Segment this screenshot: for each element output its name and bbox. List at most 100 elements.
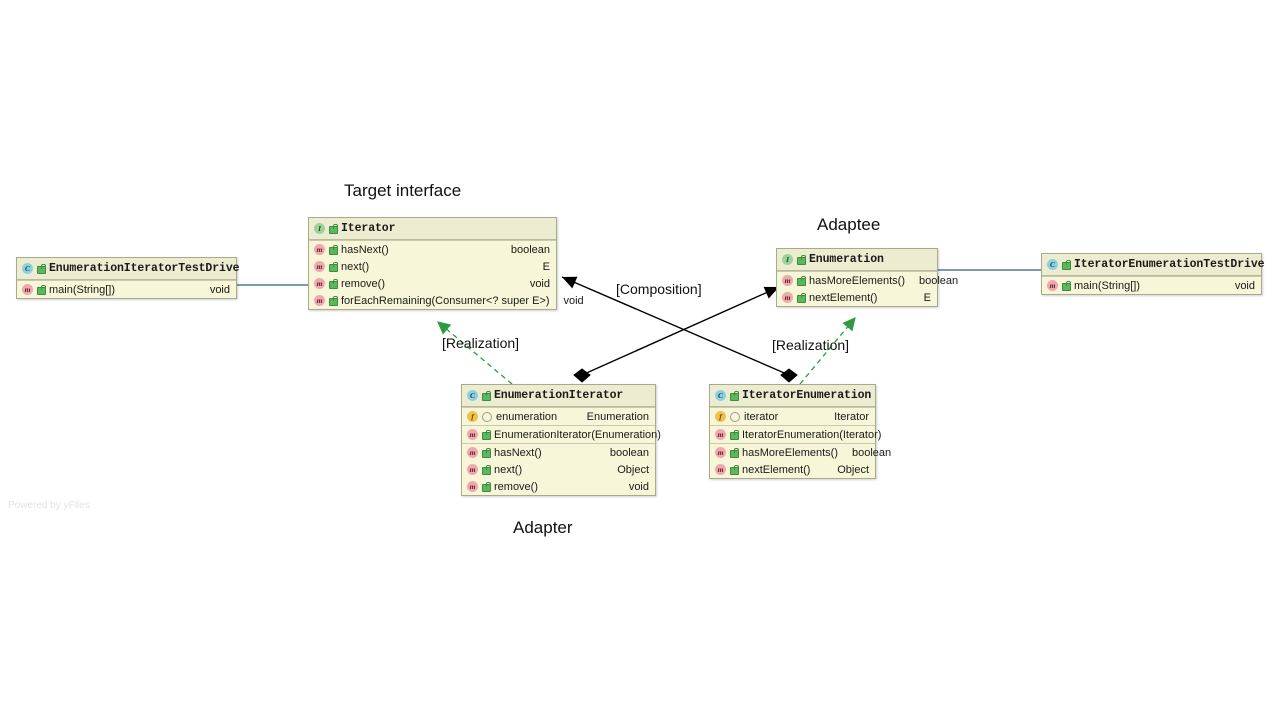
method-member-icon: m bbox=[314, 295, 325, 306]
edge-composition-right bbox=[561, 276, 798, 383]
public-visibility-icon bbox=[1062, 260, 1071, 270]
uml-node-enumeration-iterator-test-drive[interactable]: C EnumerationIteratorTestDrive m main(Strin… bbox=[16, 257, 240, 299]
uml-member-row[interactable]: m forEachRemaining(Consumer<? super E>) vo… bbox=[309, 292, 584, 309]
method-member-icon: m bbox=[467, 464, 478, 475]
public-visibility-icon bbox=[329, 296, 338, 306]
member-name: remove() bbox=[341, 277, 386, 290]
annotation-adapter: Adapter bbox=[513, 518, 573, 537]
uml-node-name: Iterator bbox=[341, 222, 396, 235]
uml-member-row[interactable]: m EnumerationIterator(Enumeration) bbox=[462, 426, 661, 443]
method-member-icon: m bbox=[782, 275, 793, 286]
uml-node-header: C EnumerationIteratorTestDrive bbox=[17, 258, 240, 280]
public-visibility-icon bbox=[730, 430, 739, 440]
member-name: hasNext() bbox=[341, 243, 389, 256]
public-visibility-icon bbox=[482, 482, 491, 492]
member-name: EnumerationIterator(Enumeration) bbox=[494, 428, 661, 441]
method-member-icon: m bbox=[314, 278, 325, 289]
method-member-icon: m bbox=[22, 284, 33, 295]
public-visibility-icon bbox=[329, 262, 338, 272]
class-kind-icon: C bbox=[22, 263, 33, 274]
member-type: Enumeration bbox=[586, 410, 649, 423]
uml-node-name: IteratorEnumerationTestDrive bbox=[1074, 258, 1265, 271]
member-name: hasMoreElements() bbox=[809, 274, 905, 287]
member-type: void bbox=[563, 294, 584, 307]
uml-section: m EnumerationIterator(Enumeration) bbox=[462, 425, 661, 443]
public-visibility-icon bbox=[797, 276, 806, 286]
uml-section: m IteratorEnumeration(Iterator) bbox=[710, 425, 881, 443]
annotation-realization-left: [Realization] bbox=[442, 335, 520, 351]
public-visibility-icon bbox=[482, 448, 491, 458]
member-name: iterator bbox=[744, 410, 779, 423]
uml-member-row[interactable]: m IteratorEnumeration(Iterator) bbox=[710, 426, 881, 443]
public-visibility-icon bbox=[37, 285, 46, 295]
interface-kind-icon: I bbox=[314, 223, 325, 234]
method-member-icon: m bbox=[467, 481, 478, 492]
public-visibility-icon bbox=[329, 279, 338, 289]
member-name: main(String[]) bbox=[1074, 279, 1141, 292]
uml-node-name: EnumerationIteratorTestDrive bbox=[49, 262, 240, 275]
uml-member-row[interactable]: m remove() void bbox=[309, 275, 556, 292]
member-name: forEachRemaining(Consumer<? super E>) bbox=[341, 294, 550, 307]
package-visibility-icon bbox=[482, 411, 492, 422]
member-name: nextElement() bbox=[809, 291, 878, 304]
member-name: next() bbox=[494, 463, 523, 476]
member-type: boolean bbox=[609, 446, 649, 459]
annotation-composition: [Composition] bbox=[616, 281, 702, 297]
field-member-icon: f bbox=[467, 411, 478, 422]
member-type: E bbox=[542, 260, 550, 273]
class-kind-icon: C bbox=[467, 390, 478, 401]
annotation-adaptee: Adaptee bbox=[817, 215, 881, 234]
uml-node-header: C EnumerationIterator bbox=[462, 385, 655, 407]
public-visibility-icon bbox=[329, 224, 338, 234]
method-member-icon: m bbox=[715, 429, 726, 440]
member-type: void bbox=[529, 277, 550, 290]
public-visibility-icon bbox=[37, 264, 46, 274]
method-member-icon: m bbox=[782, 292, 793, 303]
public-visibility-icon bbox=[1062, 281, 1071, 291]
member-type: Iterator bbox=[834, 410, 869, 423]
member-type: void bbox=[209, 283, 230, 296]
member-name: nextElement() bbox=[742, 463, 811, 476]
uml-member-row[interactable]: f enumeration Enumeration bbox=[462, 408, 655, 425]
method-member-icon: m bbox=[467, 429, 478, 440]
annotation-target-interface: Target interface bbox=[344, 181, 462, 200]
member-name: main(String[]) bbox=[49, 283, 116, 296]
member-type: Object bbox=[837, 463, 869, 476]
member-type: E bbox=[923, 291, 931, 304]
public-visibility-icon bbox=[482, 430, 491, 440]
member-name: enumeration bbox=[496, 410, 558, 423]
uml-member-row[interactable]: m main(String[]) void bbox=[17, 281, 236, 298]
public-visibility-icon bbox=[482, 391, 491, 401]
edge-composition-left bbox=[573, 286, 780, 383]
member-type: void bbox=[628, 480, 649, 493]
member-name: next() bbox=[341, 260, 370, 273]
public-visibility-icon bbox=[797, 293, 806, 303]
uml-node-name: EnumerationIterator bbox=[494, 389, 624, 402]
public-visibility-icon bbox=[329, 245, 338, 255]
member-name: IteratorEnumeration(Iterator) bbox=[742, 428, 882, 441]
method-member-icon: m bbox=[314, 244, 325, 255]
uml-section: f enumeration Enumeration bbox=[462, 407, 655, 425]
uml-member-row[interactable]: m nextElement() E bbox=[777, 289, 937, 306]
